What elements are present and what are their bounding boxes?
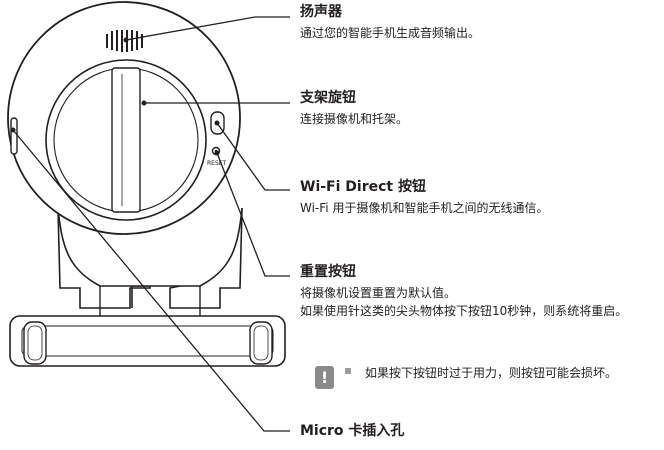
leader-lines [12, 16, 290, 432]
reset-desc-2: 如果使用针这类的尖头物体按下按钮10秒钟，则系统将重启。 [300, 304, 628, 318]
leader-dots [10, 37, 220, 156]
bracket-desc: 连接摄像机和托架。 [300, 112, 409, 126]
wifi-title: Wi-Fi Direct 按钮 [300, 179, 426, 195]
caution-icon: ! [315, 366, 334, 389]
speaker-desc: 通过您的智能手机生成音频输出。 [300, 26, 481, 40]
micro-card-slot [10, 117, 18, 155]
callout-reset: 重置按钮 将摄像机设置重置为默认值。 如果使用针这类的尖头物体按下按钮10秒钟，… [300, 263, 660, 320]
reset-title: 重置按钮 [300, 264, 356, 280]
speaker-title: 扬声器 [300, 4, 342, 20]
callout-bracket-knob: 支架旋钮 连接摄像机和托架。 [300, 89, 660, 128]
callout-micro-card: Micro 卡插入孔 [300, 422, 660, 440]
knob-grip [111, 67, 141, 213]
reset-label: RESET [207, 160, 227, 167]
note-text: 如果按下按钮时过于用力，则按钮可能会损坏。 [365, 366, 618, 380]
bracket-title: 支架旋钮 [300, 90, 356, 106]
wifi-desc: Wi-Fi 用于摄像机和智能手机之间的无线通信。 [300, 201, 549, 215]
camera-base [9, 315, 286, 367]
bullet-marker [345, 368, 351, 374]
speaker-grille [106, 30, 143, 52]
reset-desc-1: 将摄像机设置重置为默认值。 [300, 286, 457, 300]
micro-title: Micro 卡插入孔 [300, 423, 405, 439]
callout-wifi-direct: Wi-Fi Direct 按钮 Wi-Fi 用于摄像机和智能手机之间的无线通信。 [300, 178, 660, 217]
callout-speaker: 扬声器 通过您的智能手机生成音频输出。 [300, 3, 660, 42]
